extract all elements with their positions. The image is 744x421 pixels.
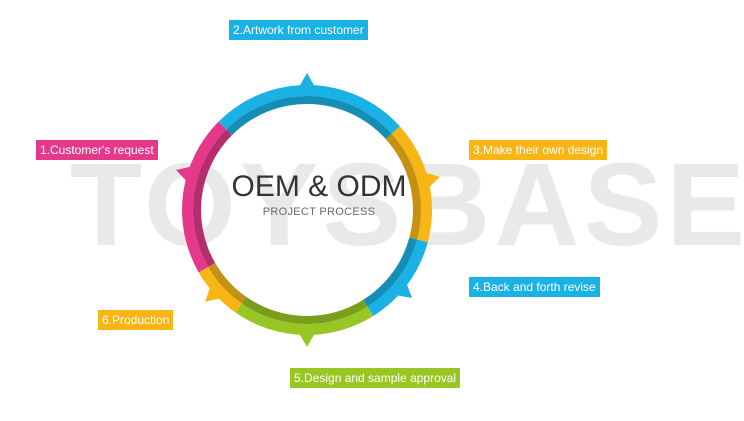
step-label-production: 6.Production bbox=[98, 310, 174, 330]
diagram-subtitle: PROJECT PROCESS bbox=[262, 206, 376, 218]
ring-segment-customers-request bbox=[182, 121, 227, 273]
step-label-design-sample-approval: 5.Design and sample approval bbox=[290, 368, 461, 388]
step-label-artwork-from-customer: 2.Artwork from customer bbox=[229, 20, 368, 40]
ring-pointer-artwork bbox=[299, 73, 315, 87]
ring-segment-shade-artwork bbox=[226, 96, 392, 140]
step-label-customers-request: 1.Customer's request bbox=[36, 140, 158, 160]
ring-segment-shade-customers-request bbox=[192, 129, 233, 267]
ring-pointer-approval bbox=[299, 333, 315, 347]
ring-segment-shade-revise bbox=[363, 237, 418, 307]
ring-segment-shade-own-design bbox=[385, 133, 421, 240]
ring-pointer-own-design bbox=[425, 172, 440, 188]
step-label-make-own-design: 3.Make their own design bbox=[469, 140, 608, 160]
ring-segment-artwork bbox=[218, 85, 400, 134]
ring-segment-approval bbox=[235, 303, 374, 335]
ring-pointer-production bbox=[205, 287, 221, 302]
step-label-back-and-forth-revise: 4.Back and forth revise bbox=[469, 277, 600, 297]
ring-segment-production bbox=[198, 267, 242, 313]
ring-pointer-customers-request bbox=[175, 166, 191, 182]
ring-segment-own-design bbox=[391, 126, 432, 243]
ring-segment-revise bbox=[367, 239, 428, 317]
ring-pointer-revise bbox=[396, 283, 412, 299]
ring-segment-shade-production bbox=[208, 263, 247, 304]
diagram-title: OEM & ODM bbox=[231, 170, 407, 203]
ring-segment-shade-approval bbox=[241, 296, 368, 324]
